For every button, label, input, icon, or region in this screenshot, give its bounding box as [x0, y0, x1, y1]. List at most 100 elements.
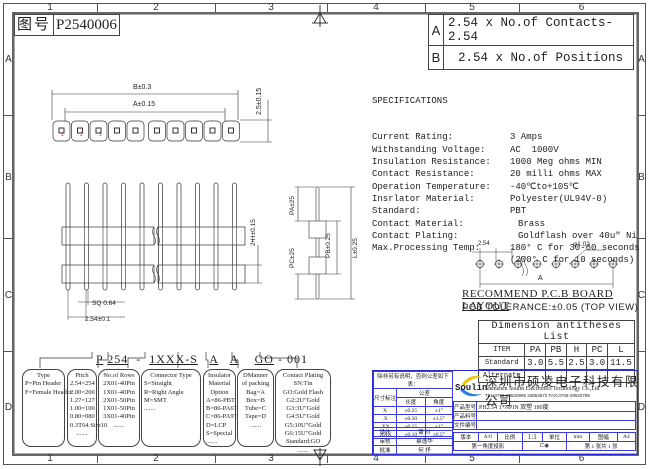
- code-box-line: Tape=D: [245, 413, 266, 421]
- top-view-drawing: [51, 90, 272, 143]
- zone-divider: [425, 3, 426, 12]
- dimension-formula-table: A 2.54 x No.of Contacts-2.54 B 2.54 x No…: [428, 14, 634, 70]
- tolerance-row: .XX±0.15±1°: [373, 422, 454, 431]
- code-box-title: No.of Rows: [103, 372, 135, 379]
- pin-number-1: 1: [61, 132, 64, 138]
- part-number-leaders: [39, 352, 298, 368]
- code-box-line: .......: [249, 421, 262, 429]
- dim-pitch-label: 2.54±0.1: [85, 316, 111, 323]
- spec-line: Insrlator Material:Polyester(UL94V-0): [372, 193, 640, 205]
- signoff-role: 批准: [373, 445, 397, 455]
- zone-divider: [637, 115, 646, 116]
- spec-value: Polyester(UL94V-0): [510, 193, 608, 204]
- code-box-line: G2:2U"Gold: [286, 396, 320, 404]
- dim-b-label: B±0.3: [133, 84, 152, 91]
- spec-line: Contact Material:Brass: [372, 218, 640, 230]
- zone-divider: [519, 454, 520, 463]
- zone-col-label: 1: [47, 2, 53, 13]
- dimension-list-cell: Standard: [477, 356, 526, 370]
- code-box-line: S=Straight: [144, 380, 172, 388]
- soulin-logo-icon: [460, 376, 484, 397]
- tolerance-cell: ±0.25: [396, 406, 426, 415]
- zone-row-label: B: [638, 171, 645, 183]
- code-box-line: 0.3T64 Sim10: [70, 421, 108, 429]
- zone-divider: [4, 238, 13, 239]
- dim-sq-label: SQ 0.64: [92, 300, 116, 307]
- tolerance-col: 角度: [424, 397, 454, 407]
- spec-value: Brass: [518, 218, 546, 229]
- centering-mark-top-icon: [312, 5, 328, 27]
- zone-row-label: D: [4, 402, 13, 413]
- formula-value: 2.54 x No.of Contacts-2.54: [443, 14, 634, 46]
- dim-l-label: L±0.25: [352, 238, 359, 258]
- front-view-drawing: [61, 182, 262, 320]
- spec-value: 3 Amps: [510, 132, 543, 143]
- formula-row-b: B 2.54 x No.of Positions: [428, 45, 634, 70]
- scale-label: 比例: [496, 432, 523, 442]
- zone-divider: [215, 3, 216, 12]
- code-box-line: GO:Gold Flash: [283, 388, 323, 396]
- zone-divider: [327, 454, 328, 463]
- tolerance-cell: X: [373, 406, 397, 415]
- drawing-meta-table: 版本 A/0 比例 1:1 单位 mm 图幅 A4 第一角度投影 ⊏◉ 第 1 …: [453, 432, 637, 451]
- tolerance-row: .X±0.30±1.5°: [373, 414, 454, 423]
- insulator-body: [157, 264, 246, 284]
- code-box-line: .......: [206, 438, 218, 446]
- spec-label: Operation Temperature:: [372, 181, 491, 192]
- centering-mark-bottom-icon: [313, 448, 327, 466]
- company-name-cn: 深圳市硕凌电子科技有限公司: [485, 375, 640, 408]
- company-contact: TEL:0755-29520896 33853672 FAX:0755-2952…: [485, 393, 590, 398]
- dim-pb-label: PB±0.25: [325, 233, 332, 258]
- drawing-number-label: 图号: [15, 15, 55, 35]
- signoff-name: 萧 川: [396, 427, 453, 437]
- dim-height-label: 2.5±0.15: [256, 87, 263, 115]
- zone-divider: [215, 454, 216, 463]
- code-box-line: 1X01-40Pin: [103, 388, 135, 396]
- dimension-list-row: Alternate: [477, 369, 636, 383]
- pn-packing: A: [229, 352, 239, 366]
- pin-square: [154, 127, 160, 134]
- code-box-title: DManner of packing: [241, 372, 270, 388]
- signoff-table: 设计萧 川审核蔡逸华批准何 抒: [373, 427, 453, 455]
- zone-col-label: 1: [47, 453, 53, 464]
- code-box-line: R=Right Angle: [144, 388, 184, 396]
- code-box-line: G5:10U"Gold: [284, 421, 322, 429]
- tolerance-cell: ±1°: [424, 406, 454, 415]
- dimension-list-header-cell: H: [565, 343, 588, 357]
- pin-square: [114, 127, 120, 134]
- insulator-body: [157, 226, 246, 246]
- zone-col-label: 6: [578, 2, 585, 13]
- pin-square: [172, 127, 179, 134]
- zone-row-label: C: [4, 289, 13, 301]
- version: A/0: [477, 432, 498, 442]
- tolerance-cell: ±1.5°: [424, 414, 454, 423]
- signoff-row: 批准何 抒: [373, 445, 453, 455]
- spec-line: Standard:PBT: [372, 205, 640, 217]
- signoff-row: 设计萧 川: [373, 427, 453, 437]
- dimension-list-header-cell: L: [606, 343, 636, 357]
- pn-pitch: 254: [107, 352, 129, 366]
- code-box-line: M=SMT: [144, 396, 167, 404]
- pn-plating: GO: [254, 352, 274, 366]
- dimension-list-cell: 2.5: [565, 356, 588, 370]
- code-box-title: Insulator Material Option: [207, 372, 232, 396]
- version-label: 版本: [453, 432, 479, 442]
- spec-line: Contact Resistance:20 milli ohms MAX: [372, 168, 640, 180]
- code-box-line: A=86-PBT: [206, 396, 235, 404]
- title-block: 除非另有说明，否则公差如下表： 尺寸标注 公差 长度 角度 X±0.25±1°.…: [372, 370, 638, 455]
- pcb-hole-label: φ1.02: [573, 241, 590, 248]
- zone-row-label: B: [5, 171, 12, 183]
- signoff-row: 审核蔡逸华: [373, 436, 453, 446]
- dimension-list-cell: 3.0: [524, 356, 547, 370]
- product-code: [476, 411, 636, 421]
- zone-divider: [425, 454, 426, 463]
- formula-key: A: [428, 14, 444, 46]
- pcb-layout-drawing: [472, 248, 618, 288]
- dimension-list-header-cell: PB: [545, 343, 567, 357]
- specifications-title: SPECIFICATIONS: [372, 95, 448, 106]
- code-box-line: .......: [297, 446, 309, 454]
- code-box-line: P=Pin Header: [25, 380, 62, 388]
- code-box-line: 3X01-40Pin: [103, 413, 135, 421]
